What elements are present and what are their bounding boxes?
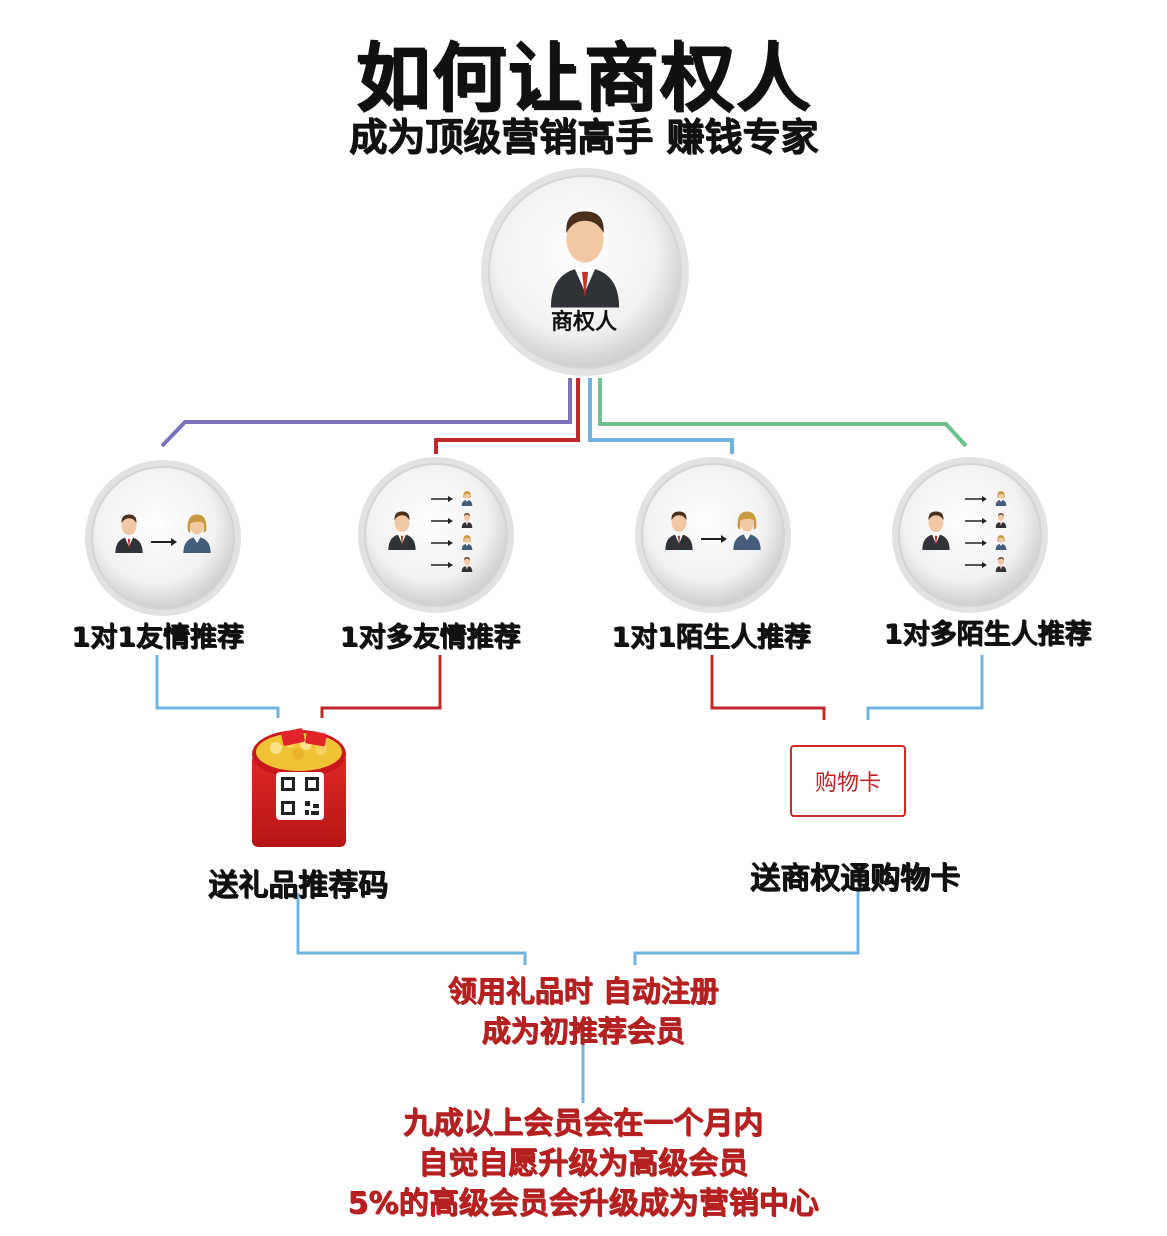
result-text-line2: 自觉自愿升级为高级会员 [418,1146,748,1181]
branch-label-1: 1对1友情推荐 [71,622,244,653]
result-text-line3: 5%的高级会员会升级成为营销中心 [347,1186,819,1221]
branch-node-circle-2 [358,457,514,613]
branch-label-2: 1对多友情推荐 [339,622,521,653]
one-to-many-icon [388,491,473,572]
branch-label-4: 1对多陌生人推荐 [883,619,1092,650]
shopping-card-text: 购物卡 [814,771,881,796]
register-text-line1: 领用礼品时 自动注册 [447,974,719,1008]
shopping-card-label: 送商权通购物卡 [750,861,960,896]
center-node-circle [481,168,689,376]
center-node-label: 商权人 [550,310,617,335]
one-to-one-female-icon [115,514,211,553]
shopping-card-box: 购物卡 [790,745,906,817]
one-to-one-female-icon [665,511,761,550]
register-text-line2: 成为初推荐会员 [481,1014,685,1048]
result-text-line1: 九成以上会员会在一个月内 [403,1106,763,1141]
page-subtitle: 成为顶级营销高手 赚钱专家 [348,115,819,159]
branch-node-circle-4 [892,457,1048,613]
blue-connector [588,378,734,454]
green-connector [598,378,968,448]
branch-label-3: 1对1陌生人推荐 [611,622,811,653]
gift-code-label: 送礼品推荐码 [208,868,388,903]
purple-connector [160,378,572,448]
branch-node-circle-3 [635,457,791,613]
page-title: 如何让商权人 [355,35,812,121]
red-connector [434,378,580,454]
branch-node-circle-1 [85,460,241,616]
red-envelope-qr-icon [252,728,346,847]
one-to-many-icon [922,491,1007,572]
